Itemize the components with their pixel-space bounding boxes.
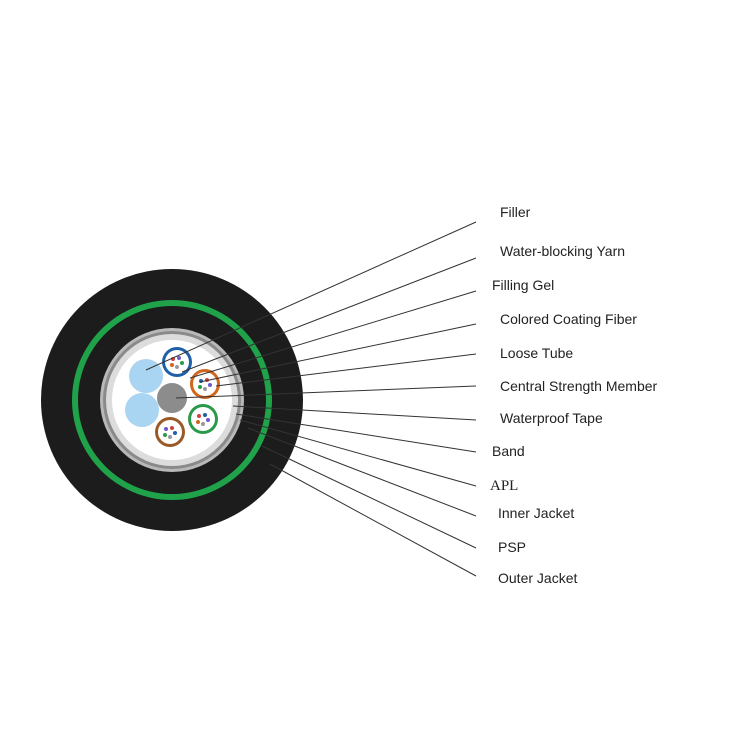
label-psp: PSP — [498, 539, 526, 555]
loose-tube-brown — [155, 417, 185, 447]
label-filling-gel: Filling Gel — [492, 277, 554, 293]
filler-element-top — [129, 359, 163, 393]
label-waterproof-tape: Waterproof Tape — [500, 410, 603, 426]
loose-tube-blue — [162, 347, 192, 377]
label-central-strength-member: Central Strength Member — [500, 378, 658, 394]
leader-line-waterproof-tape — [232, 405, 477, 421]
loose-tube-green — [188, 404, 218, 434]
label-loose-tube: Loose Tube — [500, 345, 573, 361]
leader-line-colored-coating-fiber — [199, 323, 477, 383]
label-colored-coating-fiber: Colored Coating Fiber — [500, 311, 637, 327]
label-band: Band — [492, 443, 525, 459]
leader-line-psp — [261, 445, 477, 549]
leader-line-loose-tube — [215, 353, 477, 387]
leader-line-inner-jacket — [247, 427, 477, 517]
leader-line-filling-gel — [189, 290, 477, 379]
label-water-blocking-yarn: Water-blocking Yarn — [500, 243, 625, 259]
label-apl: APL — [490, 478, 518, 494]
callout-labels: Filler Water-blocking Yarn Filling Gel C… — [490, 204, 658, 586]
leader-line-filler — [145, 221, 477, 371]
cable-cross-section — [41, 269, 303, 531]
central-strength-member — [157, 383, 187, 413]
leader-line-outer-jacket — [269, 463, 477, 577]
leader-line-central-strength-member — [175, 385, 477, 399]
filler-element-bottom — [125, 393, 159, 427]
label-outer-jacket: Outer Jacket — [498, 570, 577, 586]
leader-line-band — [235, 413, 477, 453]
loose-tube-orange — [190, 369, 220, 399]
leader-line-apl — [239, 419, 477, 487]
leader-line-water-blocking-yarn — [181, 257, 477, 373]
label-filler: Filler — [500, 204, 531, 220]
label-inner-jacket: Inner Jacket — [498, 505, 574, 521]
leader-lines — [145, 221, 477, 577]
